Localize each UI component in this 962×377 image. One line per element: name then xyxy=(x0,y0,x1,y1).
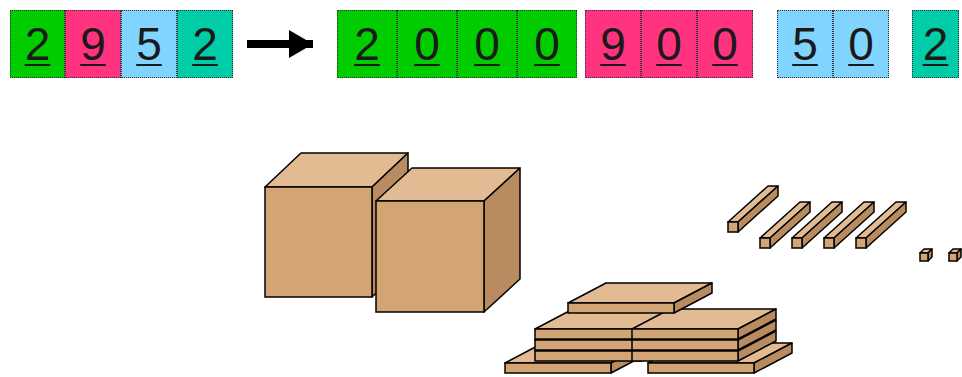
block-front xyxy=(728,222,738,232)
digit-cell: 2 xyxy=(10,10,65,78)
block-side xyxy=(738,186,778,232)
digit-cell: 0 xyxy=(457,10,517,78)
block-side xyxy=(866,202,906,248)
place-value-digit: 2 xyxy=(923,21,949,67)
place-value-digit: 0 xyxy=(414,21,440,67)
place-value-digit: 0 xyxy=(534,21,560,67)
digit-cell: 5 xyxy=(121,10,177,78)
place-value-digit: 0 xyxy=(656,21,682,67)
block-side xyxy=(738,309,776,339)
block-front xyxy=(535,340,641,350)
hundred-flat xyxy=(568,283,712,313)
place-value-digit: 0 xyxy=(848,21,874,67)
block-front xyxy=(824,238,834,248)
digit-cell: 2 xyxy=(337,10,397,78)
thousand-cube xyxy=(376,168,520,312)
unit-cube xyxy=(949,249,961,261)
block-front xyxy=(792,238,802,248)
block-front xyxy=(856,238,866,248)
block-front xyxy=(632,351,738,361)
block-front xyxy=(505,363,611,373)
digit-cell: 0 xyxy=(697,10,753,78)
place-value-digit: 2 xyxy=(192,21,218,67)
place-value-digit: 5 xyxy=(792,21,818,67)
place-value-digit: 2 xyxy=(25,21,51,67)
digit-cell: 2 xyxy=(912,10,959,78)
block-front xyxy=(265,187,372,297)
block-front xyxy=(949,253,957,261)
place-value-digit: 9 xyxy=(600,21,626,67)
ten-rod xyxy=(760,202,810,248)
block-front xyxy=(568,303,674,313)
ten-rod xyxy=(824,202,874,248)
digit-cell: 9 xyxy=(65,10,121,78)
place-value-digit: 5 xyxy=(136,21,162,67)
block-front xyxy=(535,329,641,339)
ten-rod xyxy=(792,202,842,248)
block-front xyxy=(920,253,928,261)
ten-rod xyxy=(856,202,906,248)
transform-arrow xyxy=(247,40,313,48)
digit-cell: 0 xyxy=(833,10,889,78)
unit-cube xyxy=(920,249,932,261)
digit-cell: 2 xyxy=(177,10,233,78)
block-front xyxy=(632,329,738,339)
digit-cell: 9 xyxy=(585,10,641,78)
digit-cell: 5 xyxy=(777,10,833,78)
block-front xyxy=(632,340,738,350)
ten-rod xyxy=(728,186,778,232)
block-side xyxy=(674,283,712,313)
block-front xyxy=(376,201,484,312)
place-value-digit: 9 xyxy=(80,21,106,67)
digit-cell: 0 xyxy=(517,10,577,78)
block-front xyxy=(648,363,754,373)
digit-cell: 0 xyxy=(397,10,457,78)
place-value-digit: 2 xyxy=(354,21,380,67)
place-value-digit: 0 xyxy=(474,21,500,67)
place-value-digit: 0 xyxy=(712,21,738,67)
digit-cell: 0 xyxy=(641,10,697,78)
block-front xyxy=(535,351,641,361)
block-front xyxy=(760,238,770,248)
block-side xyxy=(484,168,520,312)
